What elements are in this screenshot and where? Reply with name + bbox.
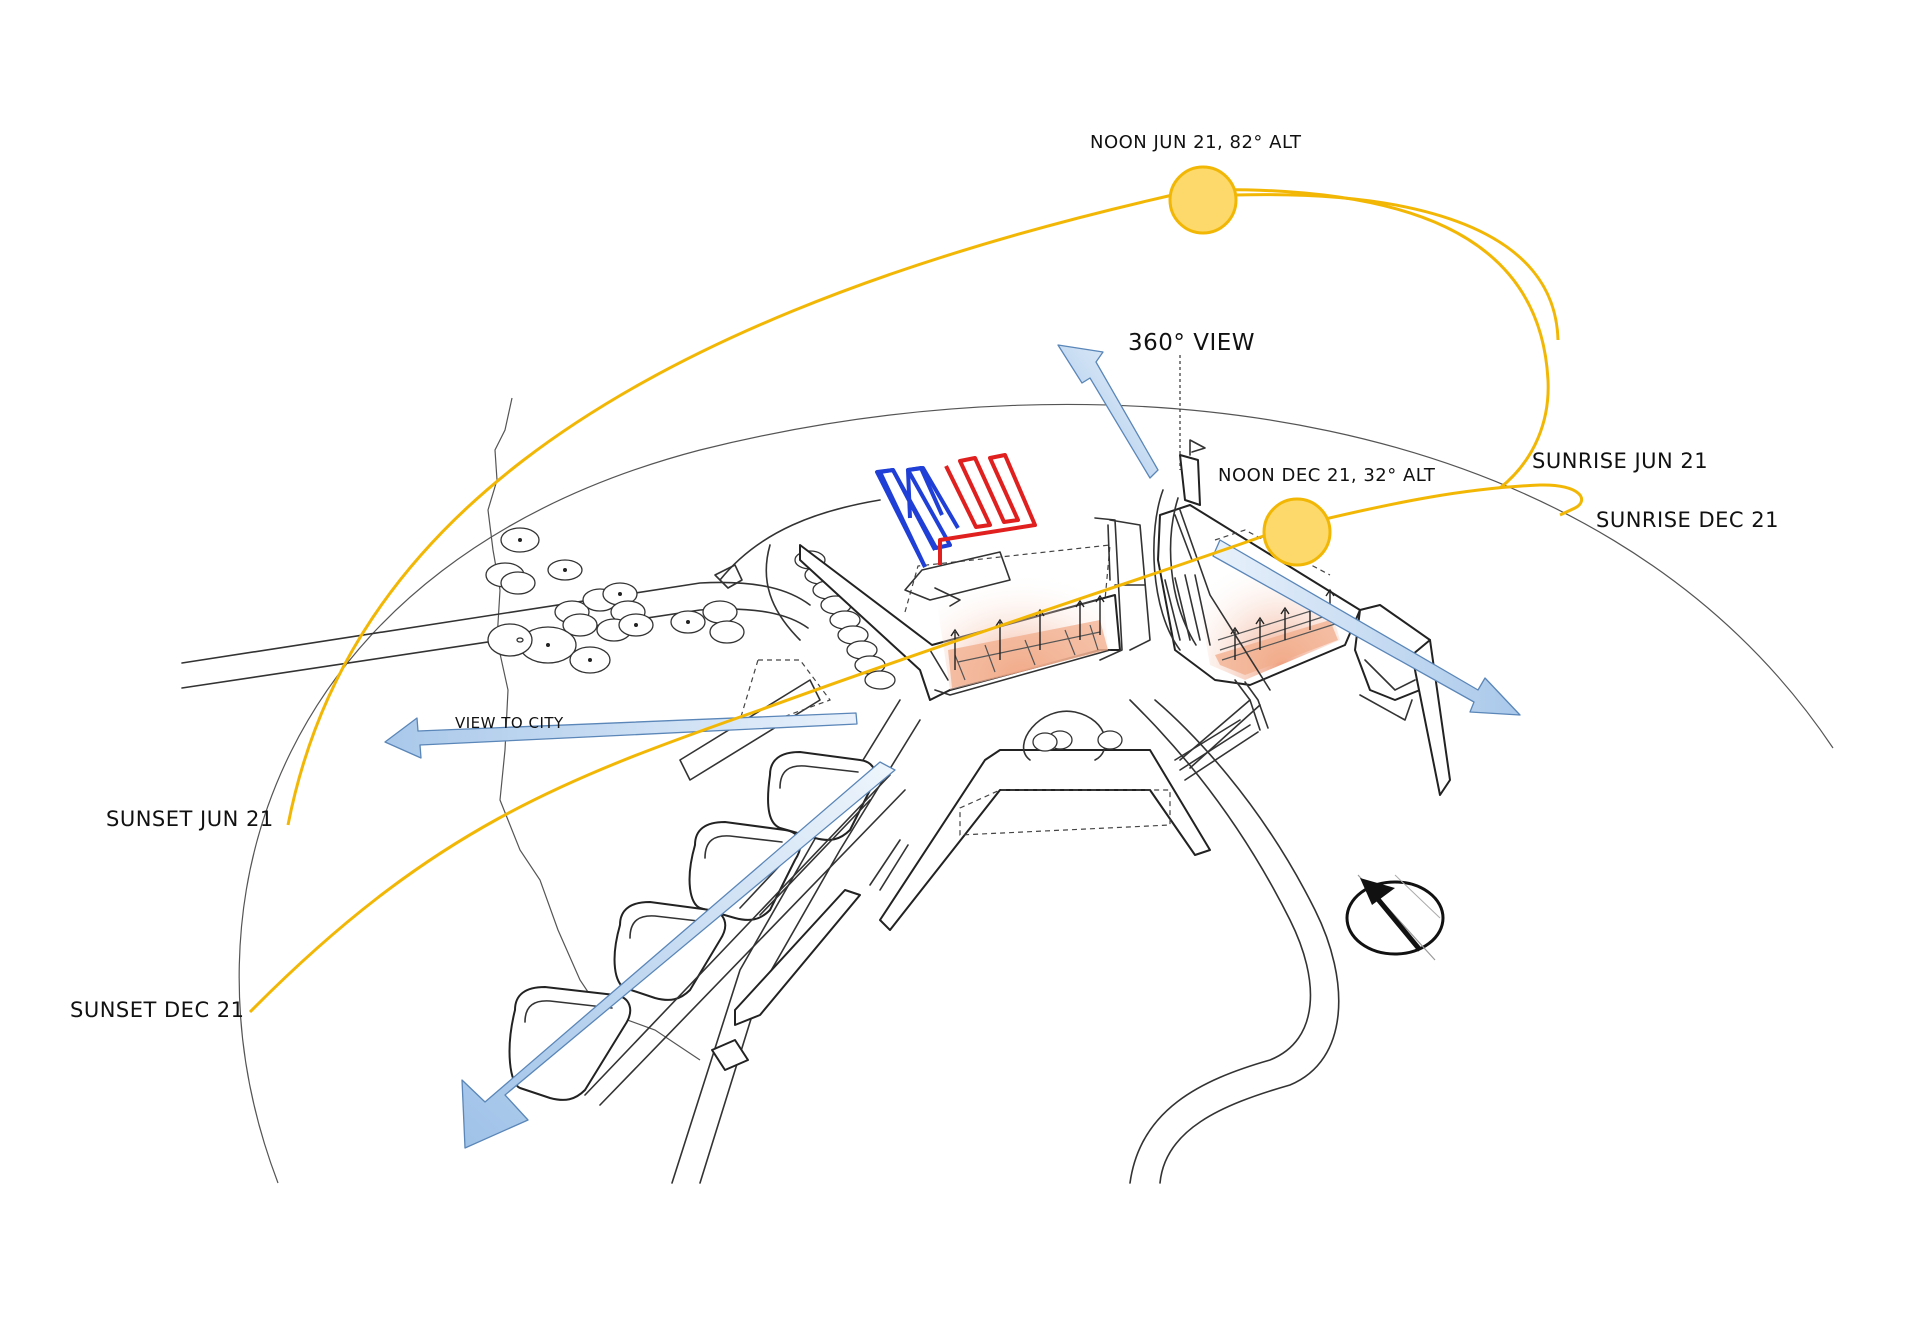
label-sunset-dec-21: SUNSET DEC 21 bbox=[70, 998, 245, 1022]
view-arrow-east bbox=[1212, 539, 1521, 716]
wing-building bbox=[1157, 504, 1361, 769]
label-noon-jun-21: NOON JUN 21, 82° ALT bbox=[1090, 132, 1302, 153]
view-arrow-city bbox=[384, 712, 858, 759]
label-360-view: 360° VIEW bbox=[1128, 330, 1255, 356]
interior-room-outline bbox=[904, 551, 1011, 607]
label-sunrise-dec-21: SUNRISE DEC 21 bbox=[1596, 508, 1779, 532]
landscape-mark bbox=[714, 564, 743, 589]
label-noon-dec-21: NOON DEC 21, 32° ALT bbox=[1218, 465, 1436, 486]
sun-noon-dec-21 bbox=[1262, 497, 1332, 567]
heat-gain-zone-main bbox=[935, 560, 1108, 690]
tree-cluster bbox=[485, 527, 745, 674]
label-view-to-city: VIEW TO CITY bbox=[455, 714, 564, 732]
north-arrow-icon bbox=[1345, 874, 1445, 961]
tower bbox=[1153, 439, 1206, 651]
sun-path-dec-21 bbox=[248, 483, 1583, 1014]
geothermal-loop bbox=[875, 453, 1037, 568]
pavilion bbox=[879, 710, 1259, 931]
label-sunset-jun-21: SUNSET JUN 21 bbox=[106, 807, 274, 831]
stepped-walkway bbox=[679, 659, 909, 1071]
view-arrow-north bbox=[1057, 344, 1159, 479]
view-arrow-southwest bbox=[461, 761, 896, 1149]
site-boundary-arc bbox=[238, 403, 1834, 1184]
sun-noon-jun-21 bbox=[1168, 165, 1238, 235]
label-sunrise-jun-21: SUNRISE JUN 21 bbox=[1532, 449, 1708, 473]
contour-line bbox=[487, 397, 701, 1061]
